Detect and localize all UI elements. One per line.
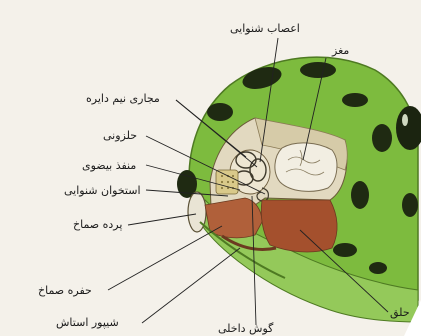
skin-spot: [300, 62, 336, 78]
skin-spot: [372, 124, 392, 152]
label-inner-ear: گوش داخلی: [218, 322, 273, 335]
label-eardrum: پرده صماخ: [73, 218, 122, 231]
skin-spot: [342, 93, 368, 107]
label-cochlea: حلزونی: [103, 129, 137, 142]
skin-spot: [351, 181, 369, 209]
label-oval-window: منفذ بیضوی: [82, 159, 136, 172]
throat-cavity: [261, 200, 337, 252]
skin-spot: [369, 262, 387, 274]
label-semicircular-canals: مجاری نیم دایره: [86, 92, 160, 105]
label-eustachian-tube: شیپور استاش: [56, 316, 119, 329]
label-tympanic-cavity: حفره صماخ: [38, 284, 92, 297]
skin-spot: [333, 243, 357, 257]
frog-eye-shine: [402, 114, 408, 126]
skin-spot: [207, 103, 233, 121]
brain: [275, 143, 337, 191]
label-throat: حلق: [390, 306, 410, 319]
label-auditory-nerves: اعصاب شنوایی: [230, 22, 300, 35]
skin-spot: [402, 193, 418, 217]
label-brain: مغز: [332, 44, 349, 57]
label-auditory-ossicle: استخوان شنوایی: [64, 184, 141, 197]
